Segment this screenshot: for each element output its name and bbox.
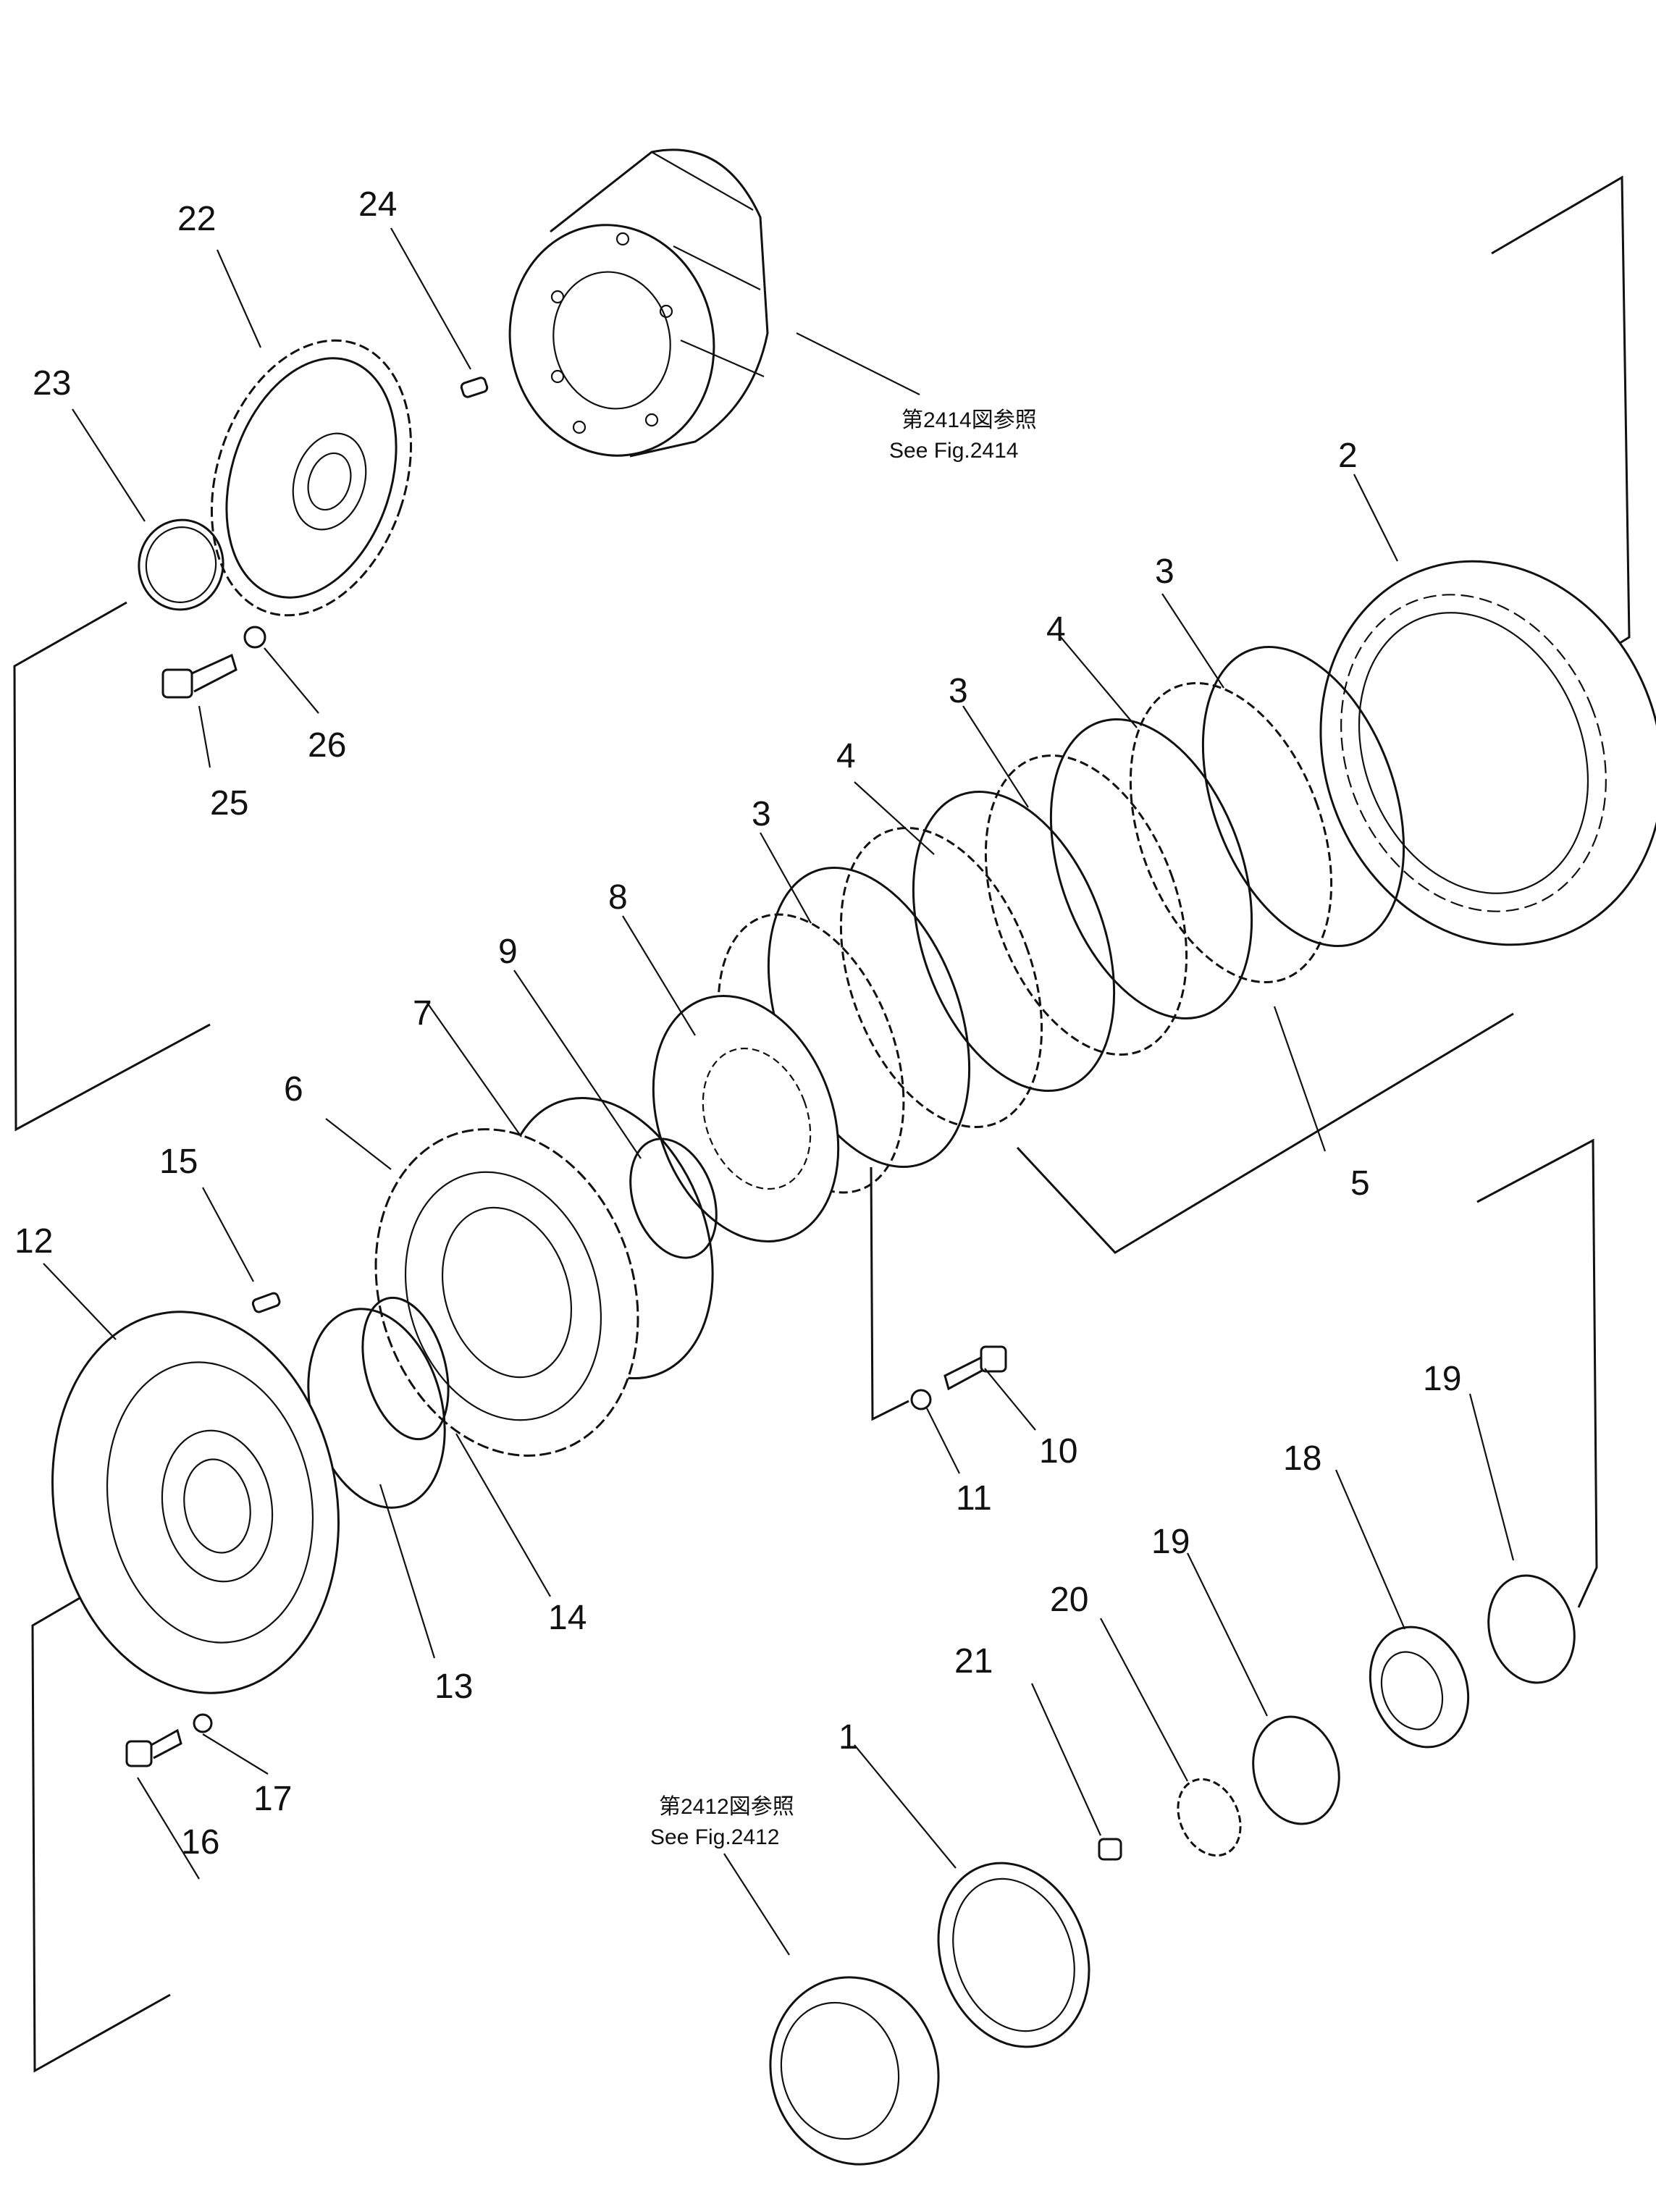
label-21: 21 — [954, 1642, 993, 1681]
bolt-21 — [1098, 1838, 1122, 1861]
lock-plate-20 — [1177, 1778, 1242, 1857]
label-14: 14 — [548, 1599, 587, 1637]
bolt-25 — [161, 653, 238, 699]
clutch-plates — [717, 645, 1405, 1194]
label-13: 13 — [434, 1668, 473, 1706]
label-19a: 19 — [1423, 1360, 1461, 1398]
washer-17 — [193, 1713, 213, 1733]
label-9: 9 — [498, 933, 518, 971]
coupling-18 — [1369, 1626, 1470, 1749]
label-3b: 3 — [949, 672, 968, 710]
label-18: 18 — [1283, 1439, 1321, 1478]
label-17: 17 — [253, 1780, 292, 1818]
washer-26 — [243, 626, 266, 649]
ref-2414-en: See Fig.2414 — [889, 439, 1018, 463]
ref-2412-en: See Fig.2412 — [650, 1825, 779, 1849]
label-12: 12 — [14, 1222, 53, 1261]
ring-19-right — [1487, 1574, 1576, 1684]
clutch-hub-6 — [374, 1128, 639, 1457]
ref-2414-jp: 第2414図参照 — [901, 408, 1037, 432]
seal-9 — [629, 1137, 718, 1259]
label-16: 16 — [181, 1823, 219, 1862]
label-19b: 19 — [1151, 1523, 1190, 1561]
seal-ring-14 — [361, 1296, 450, 1441]
label-25: 25 — [210, 784, 248, 823]
label-22: 22 — [177, 200, 216, 238]
ref-2412-jp: 第2412図参照 — [659, 1795, 794, 1819]
figure-references: 第2414図参照 See Fig.2414 第2412図参照 See Fig.2… — [650, 408, 1037, 1849]
label-23: 23 — [33, 364, 71, 403]
label-8: 8 — [608, 878, 628, 917]
snap-ring-23 — [138, 518, 224, 611]
label-4b: 4 — [836, 737, 856, 775]
carrier-12 — [51, 1311, 340, 1694]
oil-seal-1 — [937, 1862, 1090, 2048]
label-3c: 3 — [752, 795, 771, 833]
label-4a: 4 — [1046, 610, 1066, 649]
label-2: 2 — [1338, 437, 1358, 475]
label-24: 24 — [358, 185, 397, 224]
leader-lines — [43, 227, 1515, 1956]
label-5: 5 — [1350, 1164, 1370, 1203]
ring-19-left — [1252, 1715, 1340, 1825]
cover-cap — [769, 1976, 940, 2166]
part-number-labels: 22 24 23 26 25 2 3 4 3 4 3 8 9 7 6 5 15 … — [14, 185, 1461, 1862]
label-1: 1 — [838, 1718, 858, 1757]
label-15: 15 — [159, 1143, 198, 1181]
pin-24 — [460, 377, 489, 398]
label-7: 7 — [413, 994, 432, 1033]
label-11: 11 — [956, 1479, 992, 1518]
washer-11 — [910, 1389, 932, 1410]
bolt-16 — [125, 1728, 182, 1767]
pin-15 — [251, 1292, 281, 1313]
label-6: 6 — [284, 1070, 303, 1109]
retainer-ring-2 — [1319, 560, 1656, 946]
label-3a: 3 — [1155, 552, 1174, 591]
hub-gear — [210, 339, 413, 617]
label-26: 26 — [308, 726, 346, 765]
piston-8 — [652, 995, 840, 1242]
label-10: 10 — [1039, 1432, 1077, 1471]
clutch-drum-housing — [508, 148, 769, 458]
bolt-10 — [943, 1345, 1007, 1391]
label-20: 20 — [1050, 1581, 1088, 1619]
